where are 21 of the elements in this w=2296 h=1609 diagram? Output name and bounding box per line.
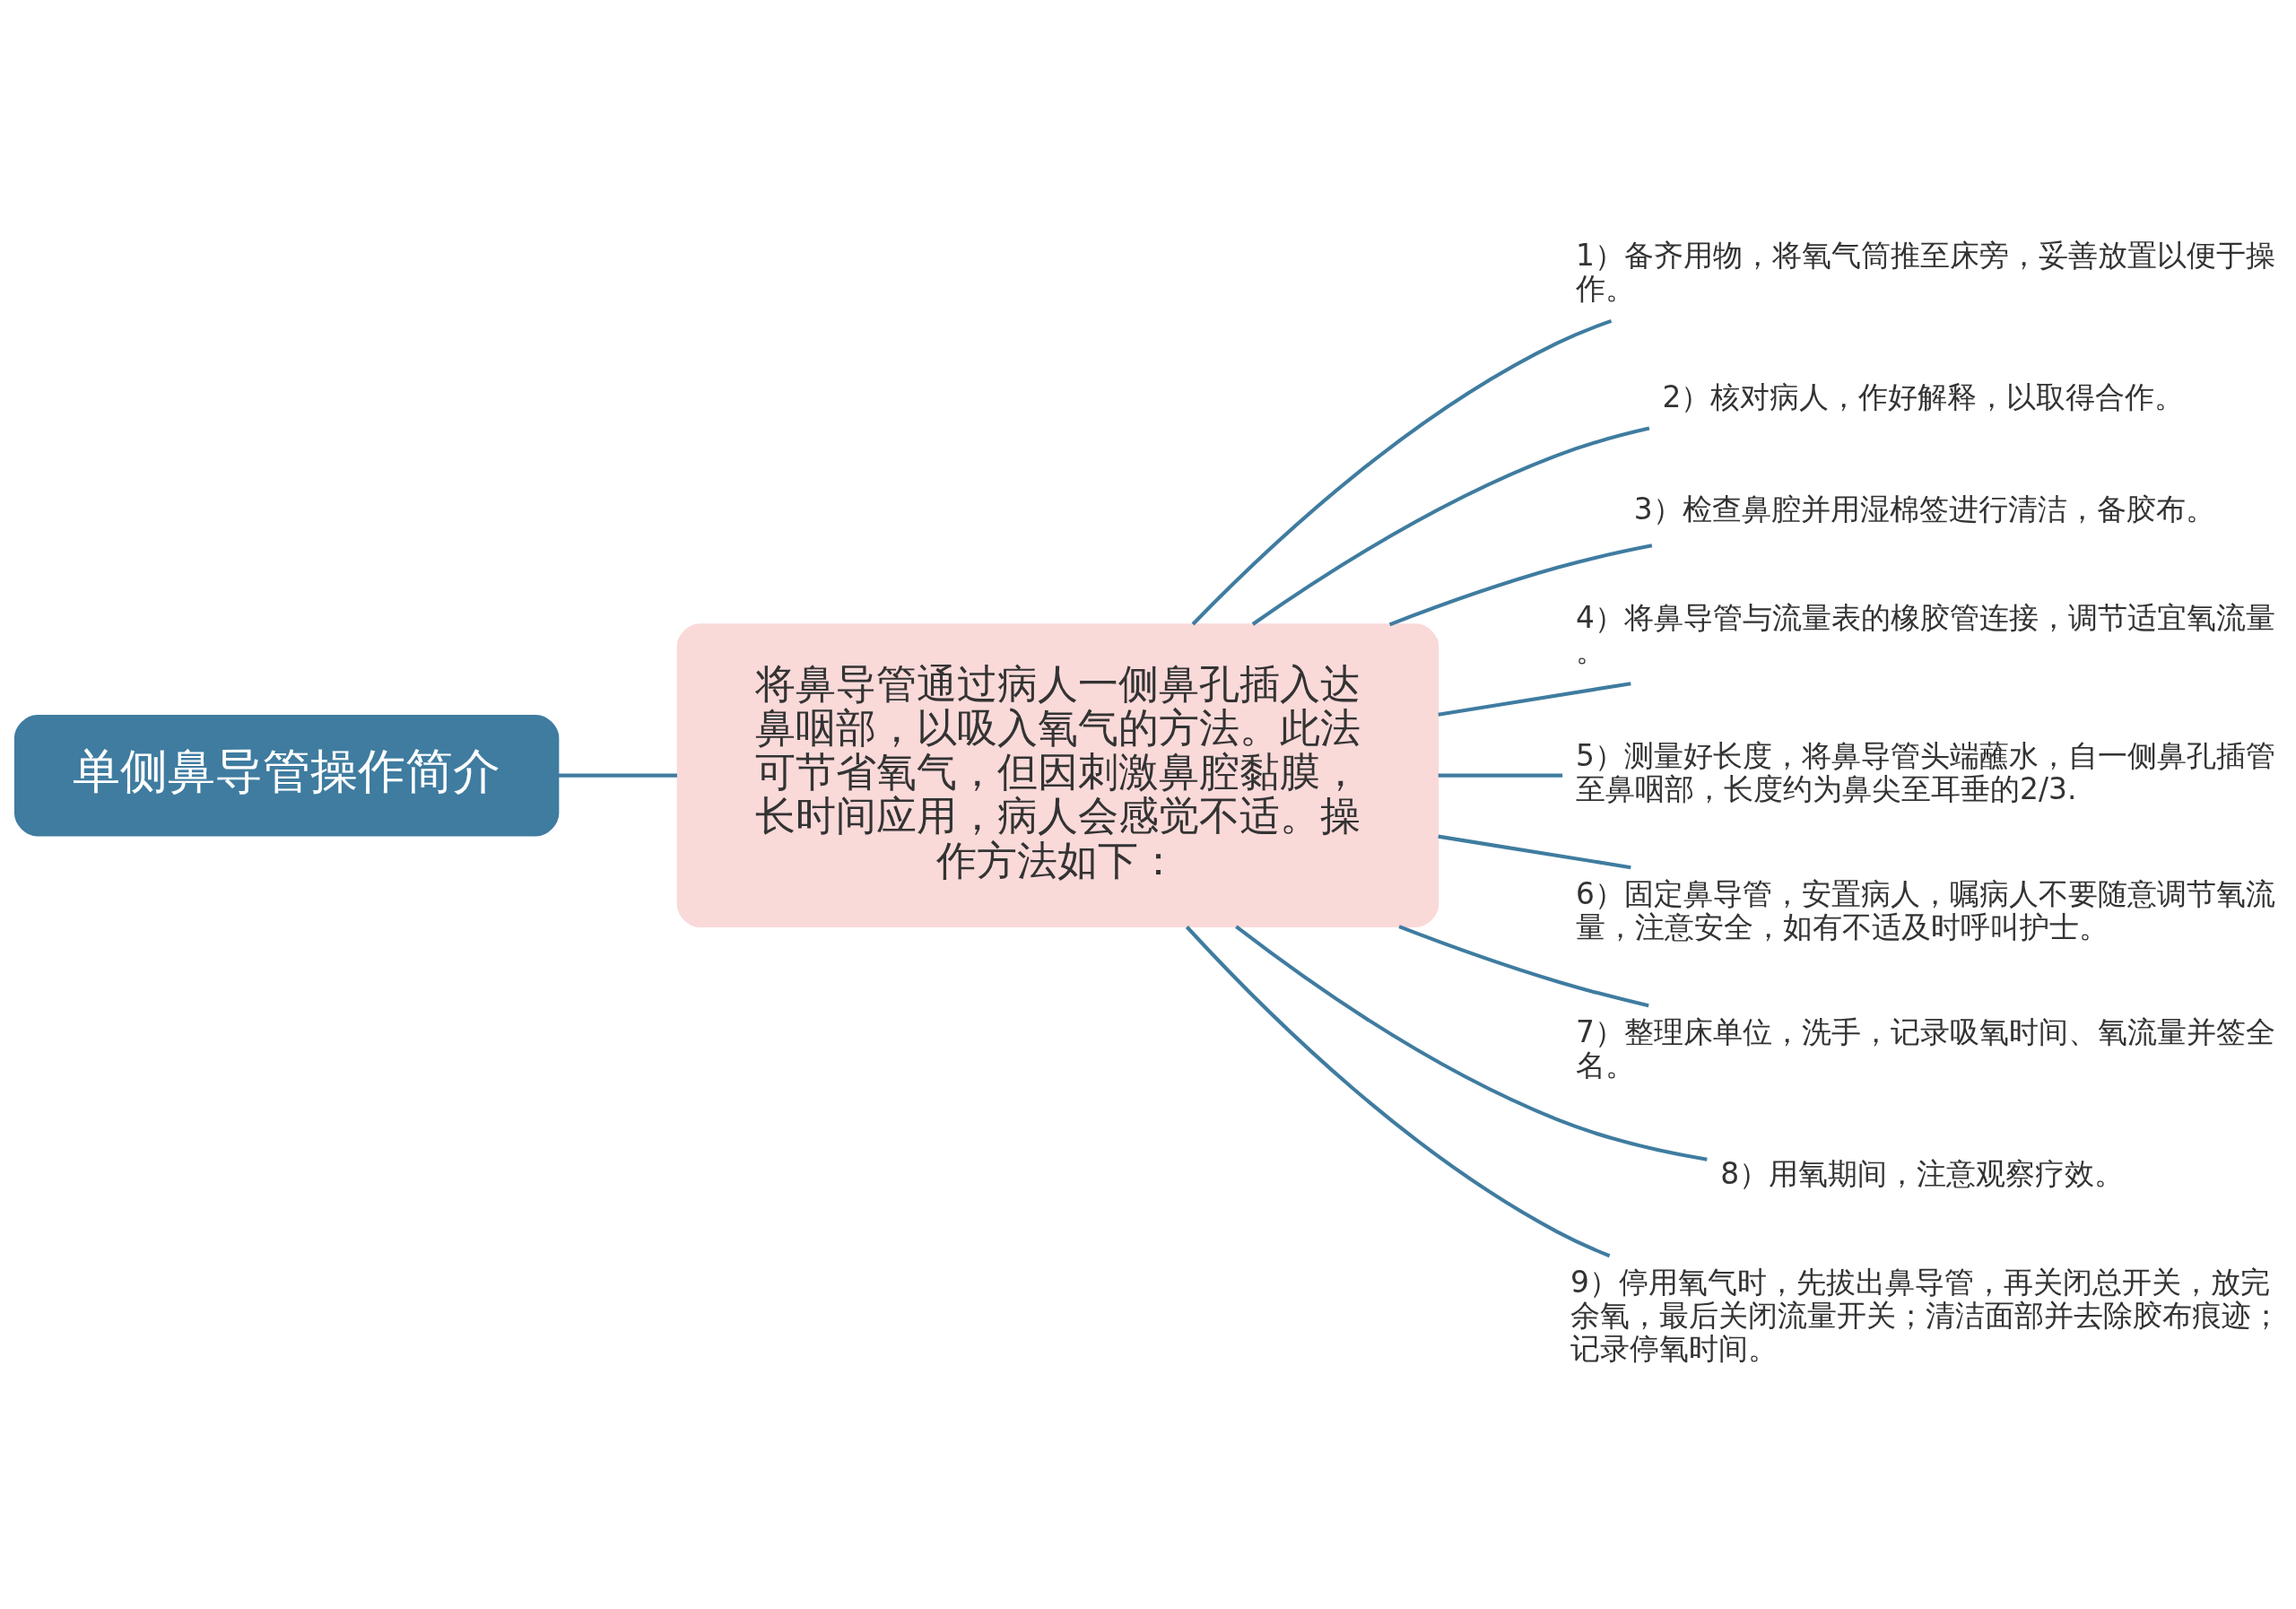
connector [1235,925,1708,1161]
connector [1438,773,1563,778]
node-text: 8）用氧期间，注意观察疗效。 [1720,1156,2125,1191]
node-box: 将鼻导管通过病人一侧鼻孔插入达鼻咽部，以吸入氧气的方法。此法可节省氧气，但因刺激鼻腔黏膜，长时间应用，病人会感觉不适。操作方法如下： [676,622,1439,927]
connector [1185,925,1611,1257]
connector [1251,426,1650,626]
node-text: 2）核对病人，作好解释，以取得合作。 [1662,379,2185,414]
node-text: 7）整理床单位，洗手，记录吸氧时间、氧流量并签全名。 [1576,1014,2275,1083]
node-text: 5）测量好长度，将鼻导管头端蘸水，自一侧鼻孔插管至鼻咽部，长度约为鼻尖至耳垂的2/3. [1576,738,2275,806]
connector [1438,834,1631,869]
connector [1388,543,1653,626]
node-text: 9）停用氧气时，先拔出鼻导管，再关闭总开关，放完余氧，最后关闭流量开关；清洁面部并去除胶布痕迹；记录停氧时间。 [1570,1265,2281,1366]
node-text: 1）备齐用物，将氧气筒推至床旁，妥善放置以便于操作。 [1576,238,2275,306]
node-text: 3）检查鼻腔并用湿棉签进行清洁，备胶布。 [1633,491,2215,526]
connector [558,773,677,778]
node-text: 6）固定鼻导管，安置病人，嘱病人不要随意调节氧流量，注意安全，如有不适及时呼叫护士。 [1576,876,2275,944]
node-box: 单侧鼻导管操作简介 [13,714,560,836]
connector [1398,924,1649,1007]
connector [1191,318,1613,625]
node-text: 4）将鼻导管与流量表的橡胶管连接，调节适宜氧流量。 [1576,600,2275,668]
connector [1438,681,1631,717]
